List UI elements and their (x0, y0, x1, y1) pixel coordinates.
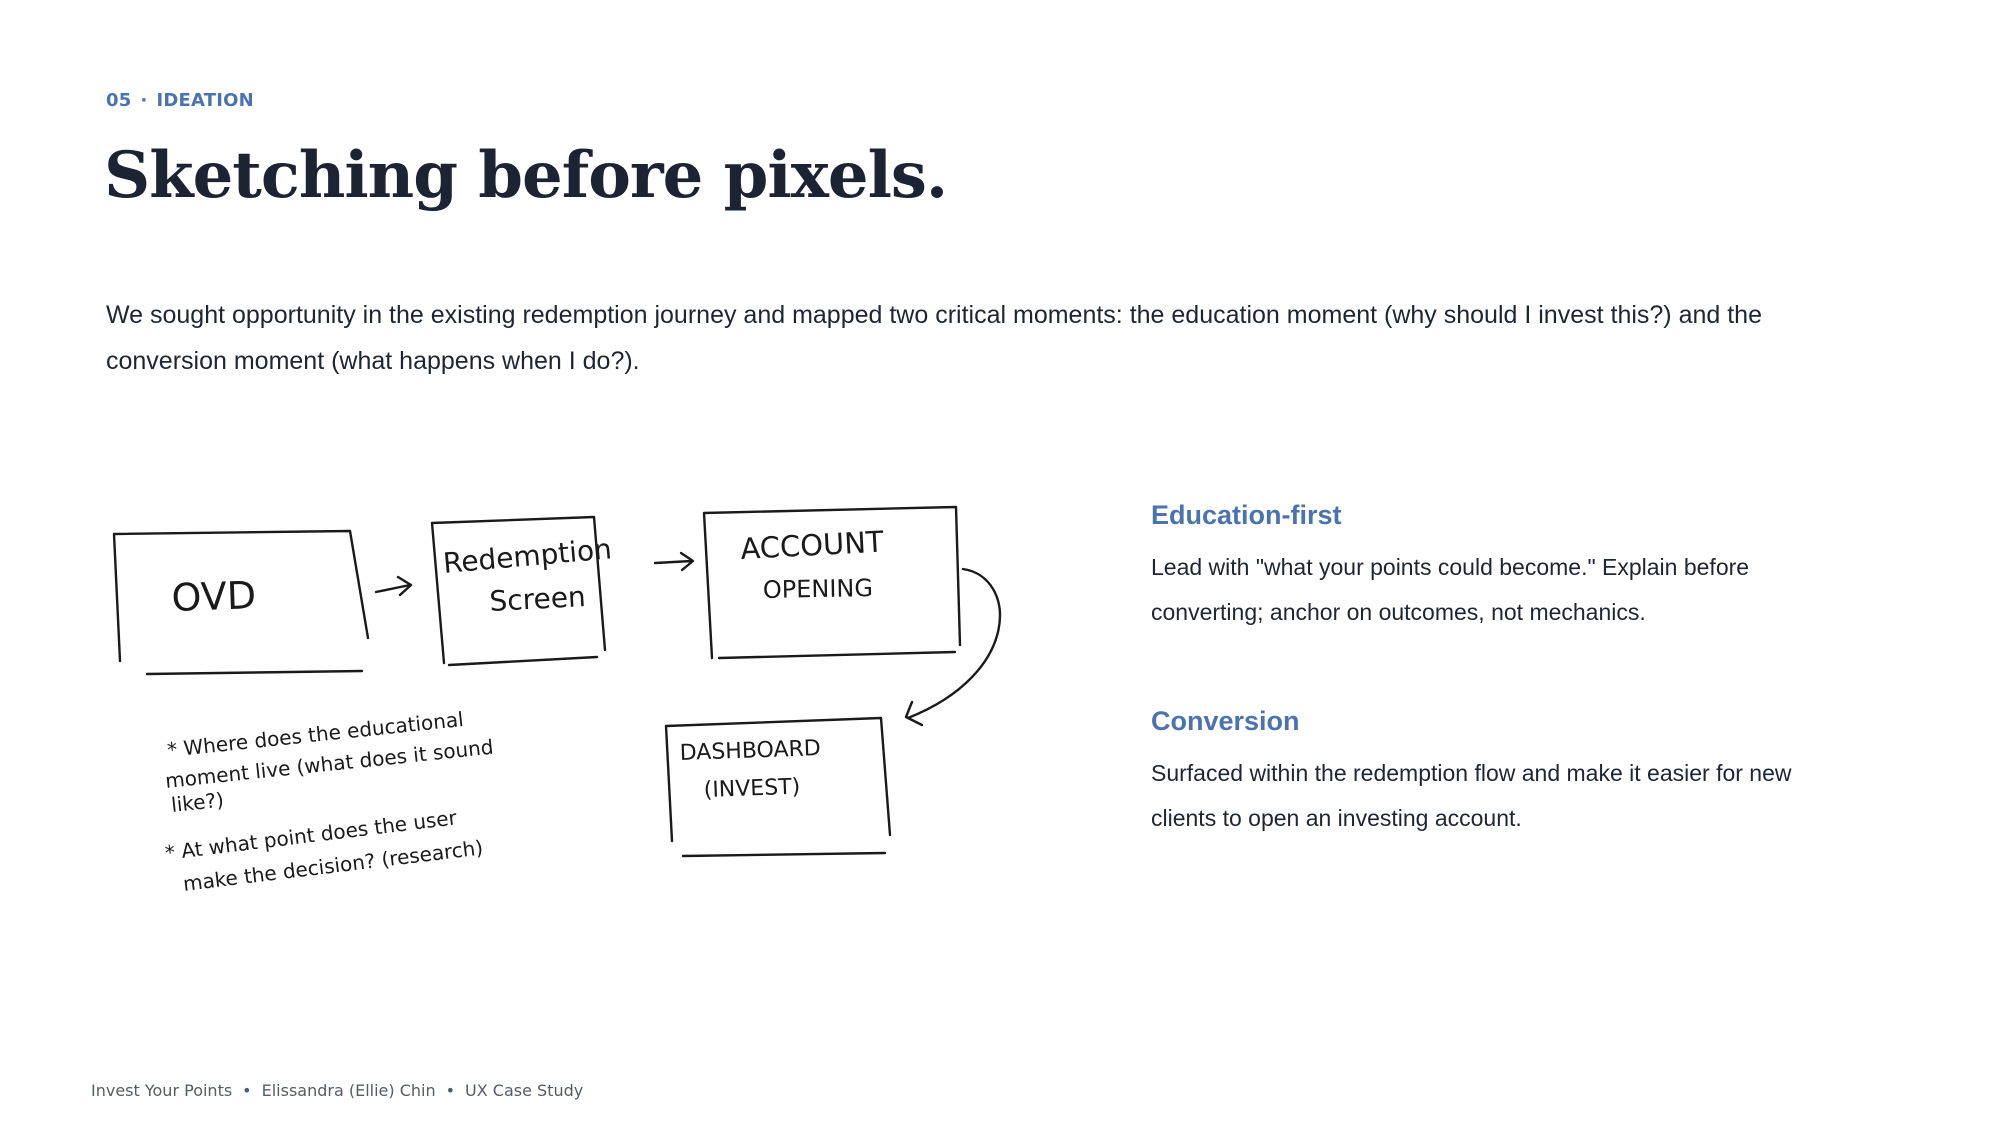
sketch-labels: OVD Redemption Screen ACCOUNT OPENING DA… (171, 525, 885, 803)
conversion-card: Conversion Surfaced within the redemptio… (1151, 706, 1851, 841)
box-label-redemption: Redemption (442, 532, 613, 580)
curved-arrow (904, 567, 1002, 727)
sketch-note-line: like?) (170, 788, 225, 817)
conversion-title: Conversion (1151, 706, 1300, 736)
section-label: IDEATION (156, 90, 254, 111)
education-first-title: Education-first (1151, 500, 1342, 530)
arrow-redemption-to-account (653, 551, 695, 572)
footer-dot: • (242, 1081, 252, 1100)
box-label-invest: (INVEST) (703, 775, 800, 803)
dashboard-box (664, 716, 892, 858)
footer-author: Elissandra (Ellie) Chin (261, 1081, 436, 1100)
sketch-notes: * Where does the educational moment live… (164, 707, 495, 896)
arrow-ovd-to-redemption (374, 575, 413, 597)
intro-paragraph: We sought opportunity in the existing re… (106, 301, 1762, 375)
footer-project: Invest Your Points (91, 1081, 233, 1100)
flow-sketch: OVD Redemption Screen ACCOUNT OPENING DA… (112, 505, 1002, 896)
section-eyebrow: 05 · IDEATION (106, 90, 254, 111)
box-label-account: ACCOUNT (740, 525, 885, 566)
account-box (702, 505, 962, 660)
education-first-body: Lead with "what your points could become… (1151, 554, 1750, 625)
ovd-box (112, 529, 370, 676)
box-label-screen: Screen (489, 580, 587, 618)
redemption-box (430, 515, 607, 667)
footer: Invest Your Points • Elissandra (Ellie) Ch… (91, 1081, 583, 1100)
section-number: 05 (106, 90, 132, 111)
sketch-lines (112, 505, 1002, 858)
eyebrow-separator: · (140, 90, 148, 111)
box-label-opening: OPENING (763, 574, 874, 604)
page-title: Sketching before pixels. (104, 138, 948, 213)
box-label-dashboard: DASHBOARD (679, 736, 821, 766)
education-first-card: Education-first Lead with "what your poi… (1151, 500, 1851, 635)
box-label-ovd: OVD (171, 573, 257, 620)
conversion-body: Surfaced within the redemption flow and … (1151, 760, 1792, 831)
footer-type: UX Case Study (465, 1081, 584, 1100)
footer-dot: • (445, 1081, 456, 1100)
